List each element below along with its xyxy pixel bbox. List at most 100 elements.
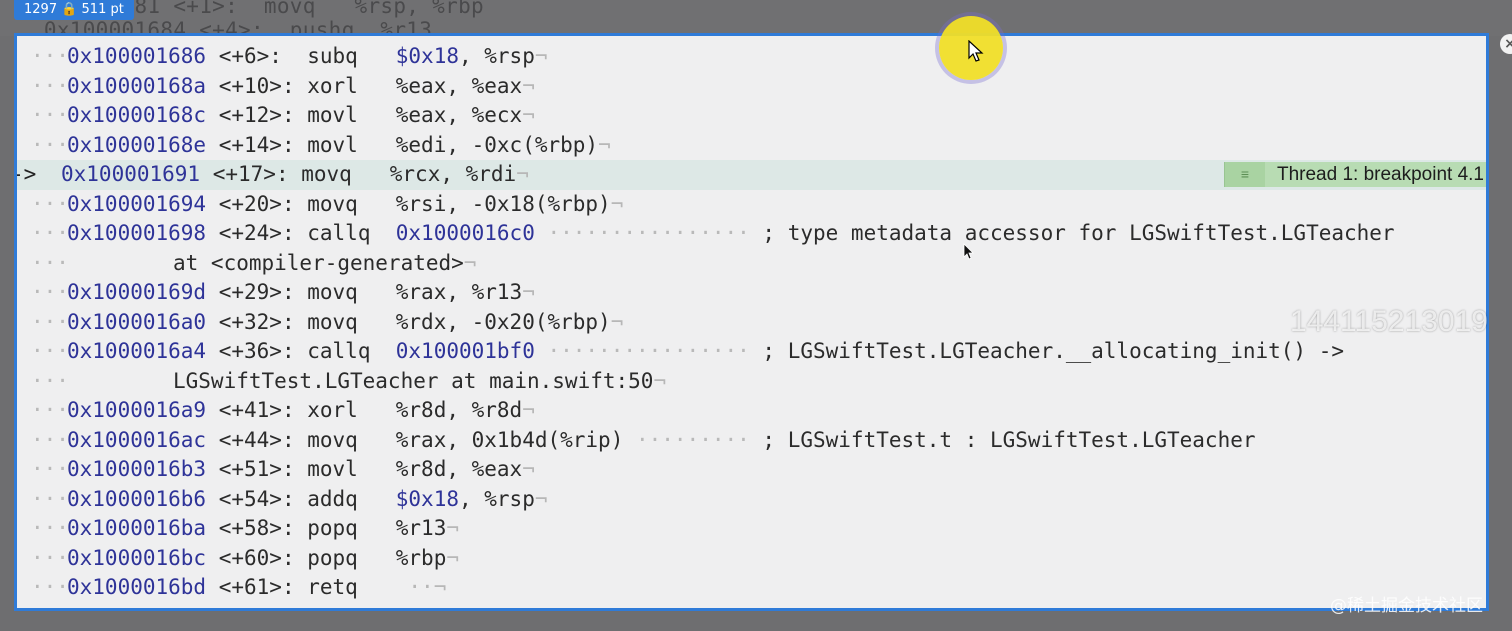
instruction-operands: %r8d, %eax — [395, 457, 523, 481]
instruction-operands: %eax, %eax — [395, 73, 523, 98]
instruction-offset: <+14>: — [218, 132, 295, 157]
instruction-line[interactable]: ···0x10000168a <+10>: xorl %eax, %eax¬ — [17, 72, 1486, 102]
instruction-line[interactable]: ···0x1000016ac <+44>: movq %rax, 0x1b4d(… — [17, 426, 1486, 456]
instruction-line[interactable]: ···LGSwiftTest.LGTeacher at main.swift:5… — [17, 367, 1486, 397]
instruction-address: 0x1000016a0 — [67, 309, 207, 334]
instruction-operand-immediate: 0x1000016c0 — [395, 221, 535, 245]
instruction-address: 0x100001686 — [67, 44, 207, 68]
line-gutter: ··· — [31, 575, 69, 599]
close-button[interactable]: × — [1500, 34, 1512, 54]
instruction-line[interactable]: ···0x1000016bc <+60>: popq %rbp¬ — [17, 544, 1486, 574]
disassembly-panel[interactable]: ···0x100001686 <+6>: subq $0x18, %rsp¬··… — [14, 33, 1489, 611]
breakpoint-label: Thread 1: breakpoint 4.1 — [1276, 164, 1484, 185]
instruction-operands: %rcx, %rdi — [389, 162, 517, 186]
line-gutter: ··· — [31, 221, 69, 245]
instruction-opcode: movq — [307, 191, 371, 216]
line-gutter: ··· — [31, 191, 69, 216]
instruction-address: 0x1000016a4 — [67, 339, 207, 363]
comment-leader: ················ — [534, 339, 763, 363]
instruction-offset: <+41>: — [218, 398, 295, 422]
instruction-offset: <+24>: — [218, 221, 295, 245]
dimension-badge: 1297 🔒 511 pt — [14, 0, 134, 20]
end-of-line-marker: ¬ — [610, 309, 624, 334]
comment-continuation: LGSwiftTest.LGTeacher at main.swift:50 — [173, 368, 654, 393]
instruction-address: 0x10000168e — [67, 132, 207, 157]
instruction-address: 0x1000016a9 — [67, 398, 207, 422]
instruction-opcode: movl — [307, 132, 371, 157]
line-gutter: ··· — [31, 73, 69, 98]
end-of-line-marker: ¬ — [446, 545, 459, 570]
instruction-line[interactable]: ···0x100001694 <+20>: movq %rsi, -0x18(%… — [17, 190, 1486, 220]
instruction-address: 0x100001694 — [67, 191, 207, 216]
instruction-offset: <+44>: — [218, 427, 295, 452]
instruction-line[interactable]: ···0x1000016bd <+61>: retq ··¬ — [17, 573, 1486, 603]
line-gutter: ··· — [31, 545, 69, 570]
instruction-line[interactable]: ···0x100001698 <+24>: callq 0x1000016c0 … — [17, 219, 1486, 249]
instruction-opcode: movq — [307, 280, 371, 304]
line-gutter: ··· — [31, 250, 69, 275]
instruction-opcode: popq — [307, 545, 371, 570]
instruction-address: 0x1000016b3 — [67, 457, 207, 481]
instruction-opcode: movq — [301, 162, 365, 186]
instruction-line[interactable]: ···0x100001686 <+6>: subq $0x18, %rsp¬ — [17, 42, 1486, 72]
instruction-offset: <+10>: — [218, 73, 295, 98]
instruction-offset: <+36>: — [218, 339, 295, 363]
end-of-line-marker: ¬ — [610, 191, 624, 216]
instruction-offset: <+32>: — [218, 309, 295, 334]
instruction-offset: <+54>: — [218, 486, 295, 511]
instruction-operands: %rax, 0x1b4d(%rip) — [395, 427, 624, 452]
instruction-line[interactable]: ···0x1000016b6 <+54>: addq $0x18, %rsp¬ — [17, 485, 1486, 515]
instruction-opcode: movl — [307, 103, 371, 127]
site-watermark: @稀土掘金技术社区 — [1330, 596, 1483, 616]
instruction-operands: %rax, %r13 — [395, 280, 523, 304]
end-of-line-marker: ¬ — [598, 132, 611, 157]
instruction-address: 0x1000016bd — [67, 575, 207, 599]
instruction-address: 0x1000016ba — [67, 516, 207, 540]
instruction-offset: <+17>: — [212, 162, 289, 186]
line-gutter: ··· — [31, 103, 69, 127]
line-gutter: ··· — [31, 132, 69, 157]
instruction-opcode: xorl — [307, 73, 371, 98]
instruction-line[interactable]: ···0x10000169d <+29>: movq %rax, %r13¬ — [17, 278, 1486, 308]
instruction-line[interactable]: ···0x1000016b3 <+51>: movl %r8d, %eax¬ — [17, 455, 1486, 485]
instruction-opcode: callq — [307, 339, 371, 363]
end-of-line-marker: ¬ — [522, 457, 535, 481]
end-of-line-marker: ¬ — [516, 162, 529, 186]
instruction-operands: %edi, -0xc(%rbp) — [395, 132, 599, 157]
end-of-line-marker: ··¬ — [395, 575, 447, 599]
instruction-address: 0x1000016b6 — [67, 486, 207, 511]
end-of-line-marker: ¬ — [653, 368, 667, 393]
instruction-offset: <+61>: — [218, 575, 295, 599]
comment-leader: ········· — [623, 427, 763, 452]
instruction-offset: <+29>: — [218, 280, 295, 304]
instruction-operands: %r13 — [395, 516, 447, 540]
instruction-operand-immediate: $0x18 — [395, 44, 459, 68]
line-gutter: ··· — [31, 44, 69, 68]
instruction-line[interactable]: ···0x1000016a0 <+32>: movq %rdx, -0x20(%… — [17, 308, 1486, 338]
instruction-comment: ; type metadata accessor for LGSwiftTest… — [762, 221, 1395, 245]
instruction-line[interactable]: ···0x10000168c <+12>: movl %eax, %ecx¬ — [17, 101, 1486, 131]
end-of-line-marker: ¬ — [446, 516, 459, 540]
breakpoint-badge[interactable]: ≡ Thread 1: breakpoint 4.1 — [1223, 162, 1486, 187]
line-gutter: ··· — [31, 427, 69, 452]
instruction-line[interactable]: ···0x1000016a4 <+36>: callq 0x100001bf0 … — [17, 337, 1486, 367]
background-code-line: 0x100001681 <+1>: movq %rsp, %rbp 0x1000… — [18, 0, 484, 36]
instruction-opcode: addq — [307, 486, 371, 511]
instruction-operands: , %rsp — [458, 486, 535, 511]
instruction-line[interactable]: ···0x1000016ba <+58>: popq %r13¬ — [17, 514, 1486, 544]
instruction-offset: <+12>: — [218, 103, 295, 127]
end-of-line-marker: ¬ — [522, 280, 535, 304]
line-gutter: ··· — [31, 457, 69, 481]
instruction-address: 0x100001691 — [61, 162, 201, 186]
instruction-line[interactable]: ···0x10000168e <+14>: movl %edi, -0xc(%r… — [17, 131, 1486, 161]
line-gutter: ··· — [31, 339, 69, 363]
end-of-line-marker: ¬ — [522, 73, 535, 98]
instruction-line[interactable]: ···0x1000016a9 <+41>: xorl %r8d, %r8d¬ — [17, 396, 1486, 426]
instruction-line[interactable]: ···at <compiler-generated>¬ — [17, 249, 1486, 279]
instruction-operand-immediate: 0x100001bf0 — [395, 339, 535, 363]
line-gutter: ··· — [31, 516, 69, 540]
instruction-opcode: subq — [307, 44, 371, 68]
grip-icon: ≡ — [1224, 162, 1265, 187]
comment-leader: ················ — [534, 221, 763, 245]
instruction-offset: <+6>: — [218, 44, 295, 68]
